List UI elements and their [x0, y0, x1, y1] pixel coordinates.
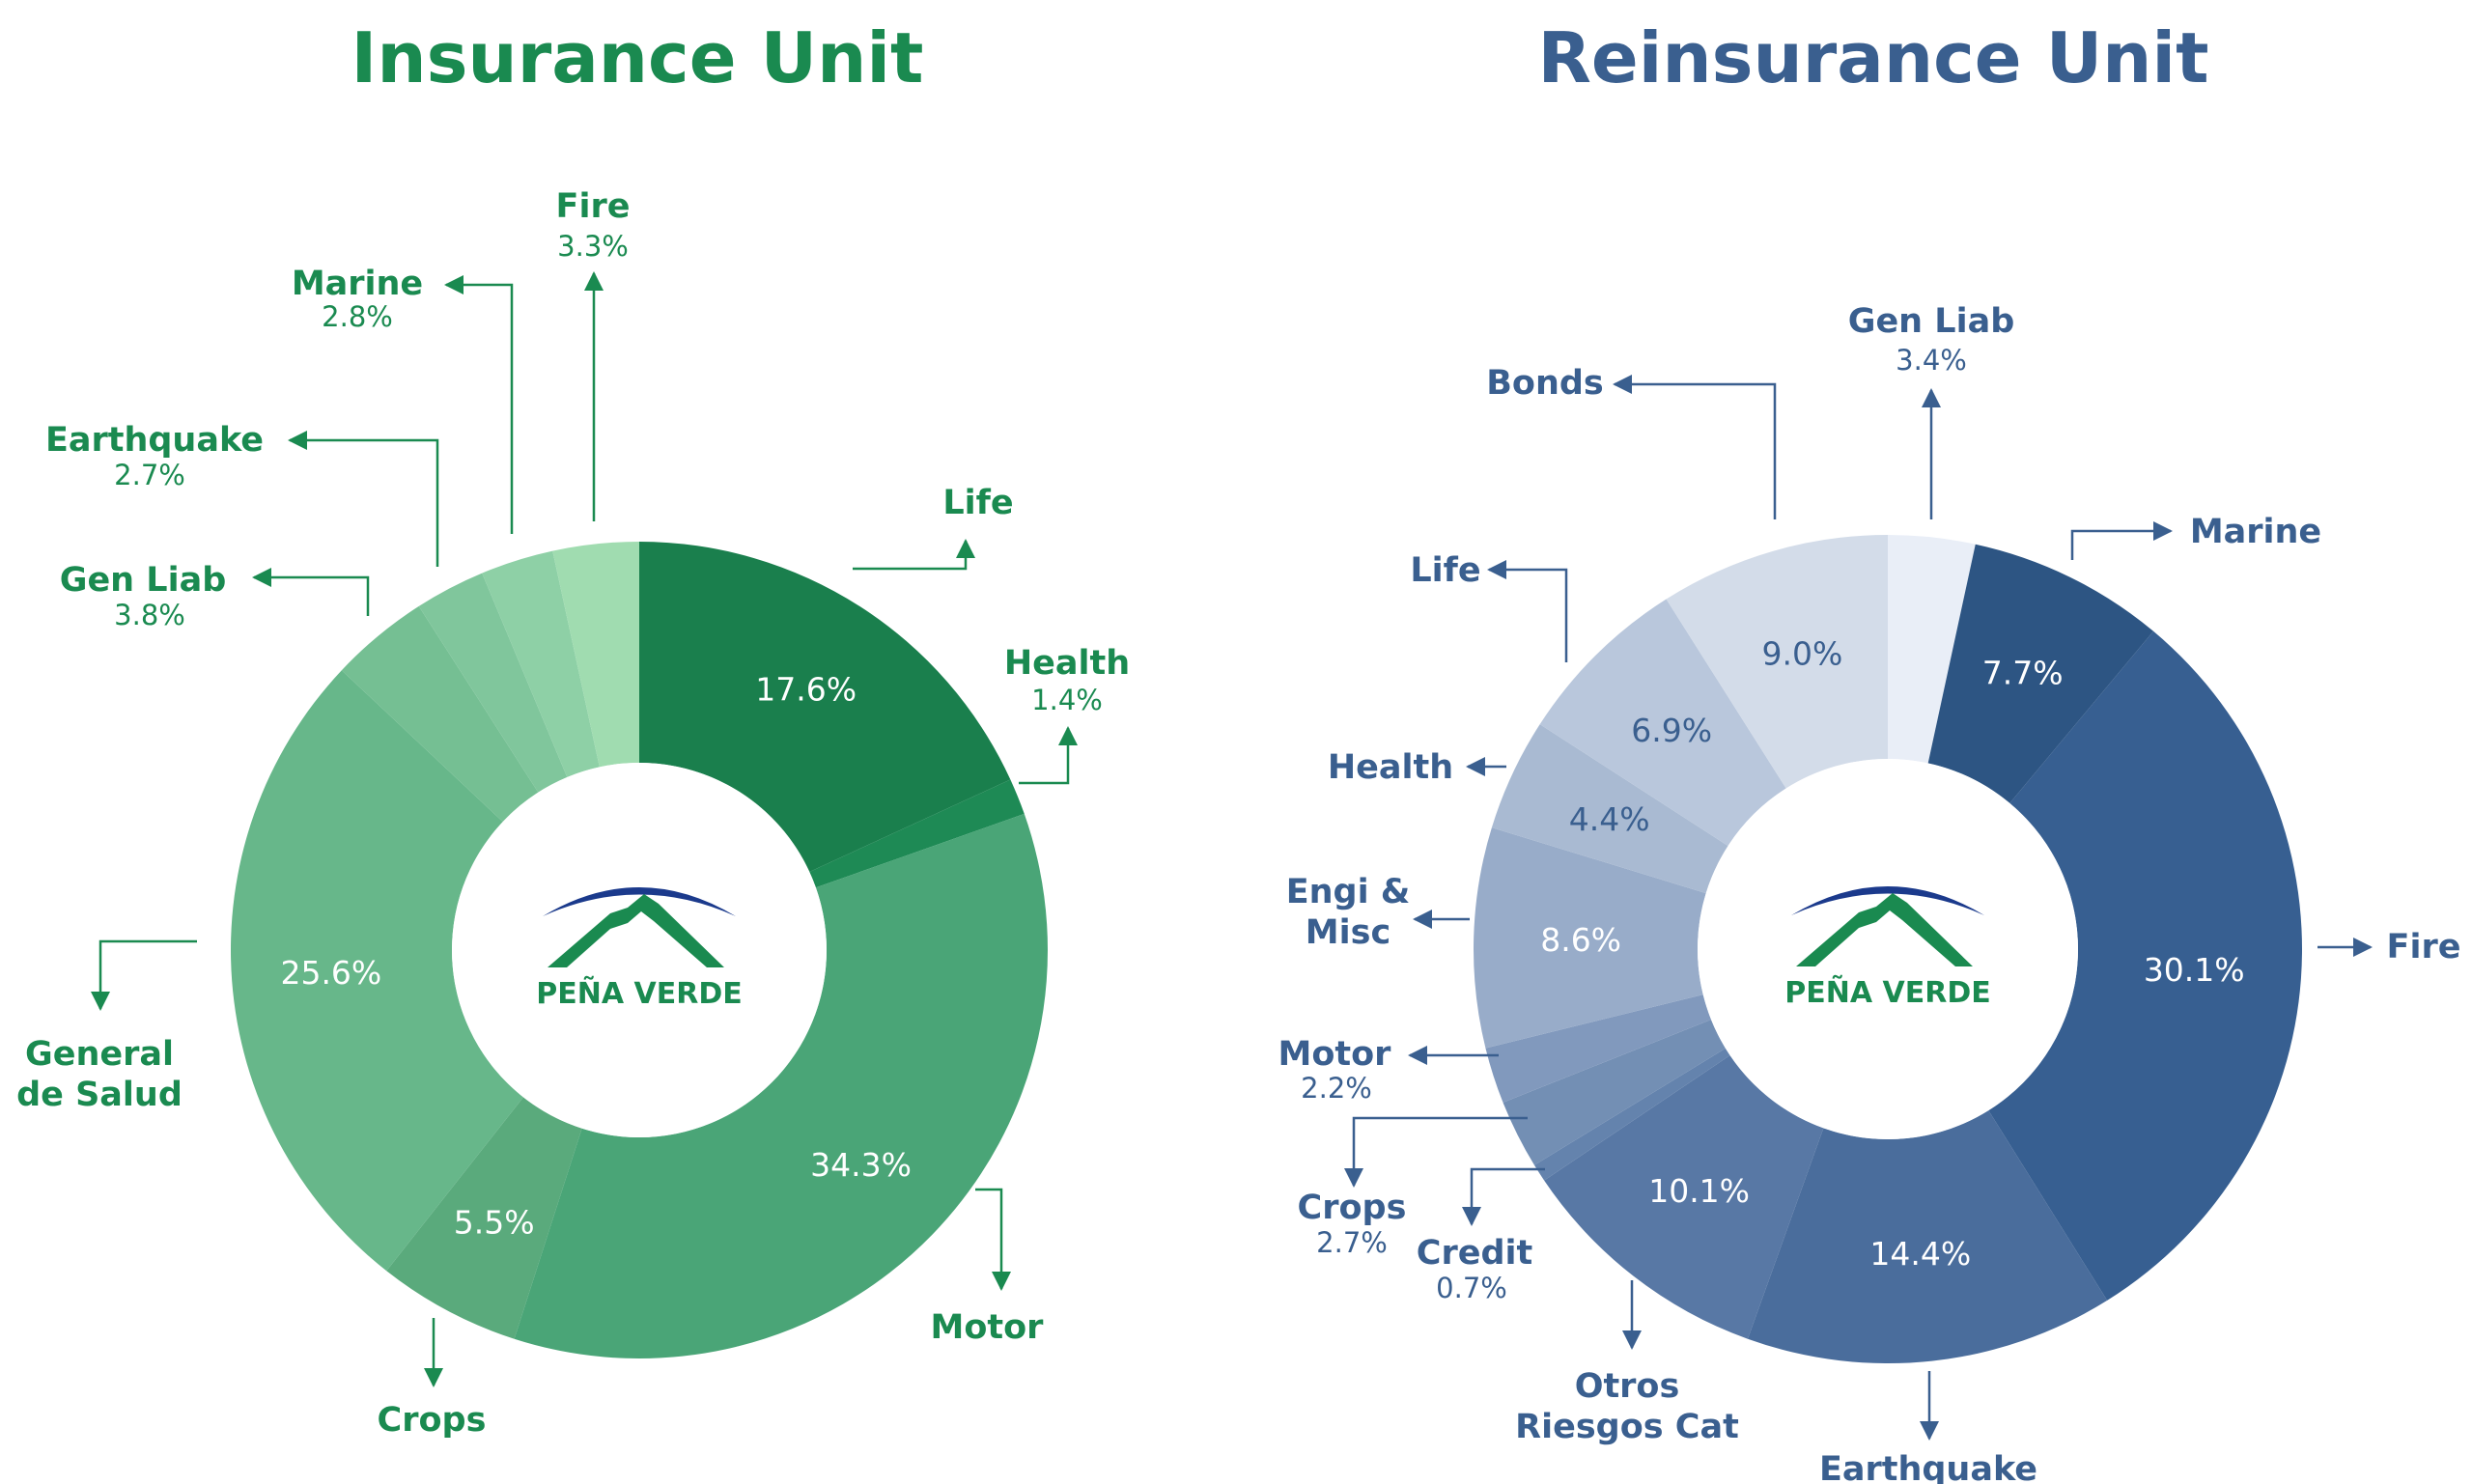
re-label-marine: Marine — [2190, 513, 2321, 551]
ins-label-crops: Crops — [378, 1401, 487, 1440]
re-inner-value-fire: 30.1% — [2144, 951, 2245, 989]
ins-inner-value-general-de-salud: 25.6% — [280, 954, 381, 992]
ins-inner-value-motor: 34.3% — [810, 1146, 912, 1184]
ins-slice-crops — [386, 1097, 582, 1339]
ins-slice-health — [809, 779, 1025, 888]
re-slice-otros-riesgos-cat — [1544, 1055, 1824, 1339]
ins-label-value-health: 1.4% — [1031, 684, 1103, 716]
ins-slice-life — [639, 542, 1011, 872]
ins-label-gen-liab: Gen Liab — [60, 561, 227, 600]
re-slice-life — [1539, 599, 1786, 847]
ins-label-value-gen-liab: 3.8% — [114, 599, 185, 631]
ins-label-marine: Marine — [292, 265, 423, 303]
re-label-value-motor: 2.2% — [1301, 1072, 1372, 1105]
ins-callout-line-marine — [444, 275, 514, 534]
re-slice-marine — [1927, 544, 2154, 803]
ins-center-hole — [452, 763, 827, 1137]
re-slice-earthquake — [1747, 1110, 2108, 1363]
re-label-engi-and-misc-line-1: Engi & — [1286, 873, 1411, 911]
re-slice-engi-and-misc — [1474, 827, 1706, 1049]
ins-callout-line-health — [1019, 726, 1078, 785]
re-slice-credit — [1533, 1048, 1730, 1181]
re-slice-health — [1491, 724, 1728, 894]
ins-label-value-fire: 3.3% — [557, 230, 629, 263]
ins-slice-earthquake — [418, 573, 568, 793]
re-inner-value-otros-riesgos-cat: 10.1% — [1648, 1172, 1750, 1210]
re-callout-line-life — [1487, 560, 1568, 662]
insurance-donut: 17.6% 34.3% 5.5% 25.6% PEÑA VERDE — [230, 542, 1048, 1358]
re-label-value-credit: 0.7% — [1436, 1272, 1507, 1304]
re-label-health: Health — [1328, 748, 1453, 787]
re-label-bonds: Bonds — [1486, 364, 1604, 403]
re-slice-gen-liab — [1888, 535, 1976, 764]
re-label-gen-liab: Gen Liab — [1848, 302, 2015, 341]
ins-slice-marine — [482, 550, 600, 777]
ins-callout-line-earthquake — [288, 431, 439, 567]
ins-slice-motor — [514, 813, 1048, 1358]
callout-lines — [91, 271, 2373, 1441]
re-label-crops: Crops — [1298, 1189, 1407, 1227]
ins-slice-gen-liab — [341, 605, 539, 823]
ins-label-health: Health — [1004, 644, 1130, 683]
ins-label-fire: Fire — [556, 187, 631, 226]
insurance-unit-title: Insurance Unit — [351, 17, 924, 98]
ins-label-general-de-salud-line-1: General — [25, 1035, 174, 1074]
ins-label-general-de-salud-line-2: de Salud — [16, 1076, 183, 1114]
re-callout-line-crops — [1344, 1116, 1528, 1188]
re-inner-value-earthquake: 14.4% — [1869, 1235, 1971, 1273]
re-inner-value-health: 4.4% — [1569, 800, 1650, 838]
re-slice-crops — [1503, 1019, 1726, 1165]
re-label-fire: Fire — [2387, 928, 2461, 966]
re-callout-line-credit — [1462, 1167, 1545, 1226]
logo-text: PEÑA VERDE — [536, 975, 742, 1011]
ins-slice-general-de-salud — [230, 670, 523, 1272]
re-callout-line-bonds — [1613, 375, 1777, 519]
re-inner-value-engi-and-misc: 8.6% — [1540, 921, 1621, 959]
ins-label-motor: Motor — [931, 1308, 1045, 1347]
re-inner-value-bonds: 9.0% — [1762, 635, 1843, 673]
reinsurance-unit-title: Reinsurance Unit — [1537, 17, 2209, 98]
ins-callout-line-motor — [975, 1188, 1011, 1291]
ins-label-value-earthquake: 2.7% — [114, 459, 185, 491]
ins-callout-line-life — [853, 539, 975, 571]
re-callout-line-marine — [2070, 521, 2173, 560]
re-label-otros-riesgos-cat-line-2: Riesgos Cat — [1515, 1408, 1739, 1446]
logo-mountain-icon — [1796, 893, 1973, 966]
re-label-value-gen-liab: 3.4% — [1896, 344, 1967, 377]
logo-arc-icon — [1791, 886, 1984, 915]
re-label-engi-and-misc-line-2: Misc — [1306, 913, 1390, 952]
logo-arc-icon — [543, 887, 736, 916]
re-label-earthquake: Earthquake — [1819, 1450, 2037, 1484]
ins-label-value-marine: 2.8% — [322, 300, 393, 333]
re-logo: PEÑA VERDE — [1784, 886, 1991, 1010]
ins-slice-fire — [552, 542, 639, 768]
ins-inner-value-life: 17.6% — [755, 671, 857, 709]
re-label-otros-riesgos-cat-line-1: Otros — [1575, 1367, 1680, 1406]
re-slice-motor — [1485, 994, 1712, 1103]
re-label-motor: Motor — [1278, 1035, 1392, 1074]
re-inner-value-life: 6.9% — [1631, 712, 1712, 749]
ins-inner-value-crops: 5.5% — [454, 1203, 535, 1241]
reinsurance-donut: 7.7% 30.1% 14.4% 10.1% 8.6% 4.4% 6.9% 9.0% PEÑA … — [1474, 535, 2302, 1363]
logo-text: PEÑA VERDE — [1784, 974, 1990, 1010]
re-center-hole — [1698, 759, 2078, 1139]
re-label-credit: Credit — [1417, 1234, 1532, 1273]
ins-callout-line-gen-liab — [252, 568, 370, 616]
ins-label-earthquake: Earthquake — [45, 421, 264, 460]
logo-mountain-icon — [548, 894, 724, 967]
ins-logo: PEÑA VERDE — [536, 887, 743, 1011]
re-label-life: Life — [1410, 551, 1480, 590]
ins-label-life: Life — [942, 484, 1013, 522]
re-inner-value-marine: 7.7% — [1982, 654, 2064, 691]
ins-callout-line-general-de-salud — [91, 939, 197, 1011]
re-label-value-crops: 2.7% — [1316, 1226, 1388, 1259]
re-slice-bonds — [1666, 535, 1888, 789]
re-slice-fire — [1988, 630, 2302, 1301]
